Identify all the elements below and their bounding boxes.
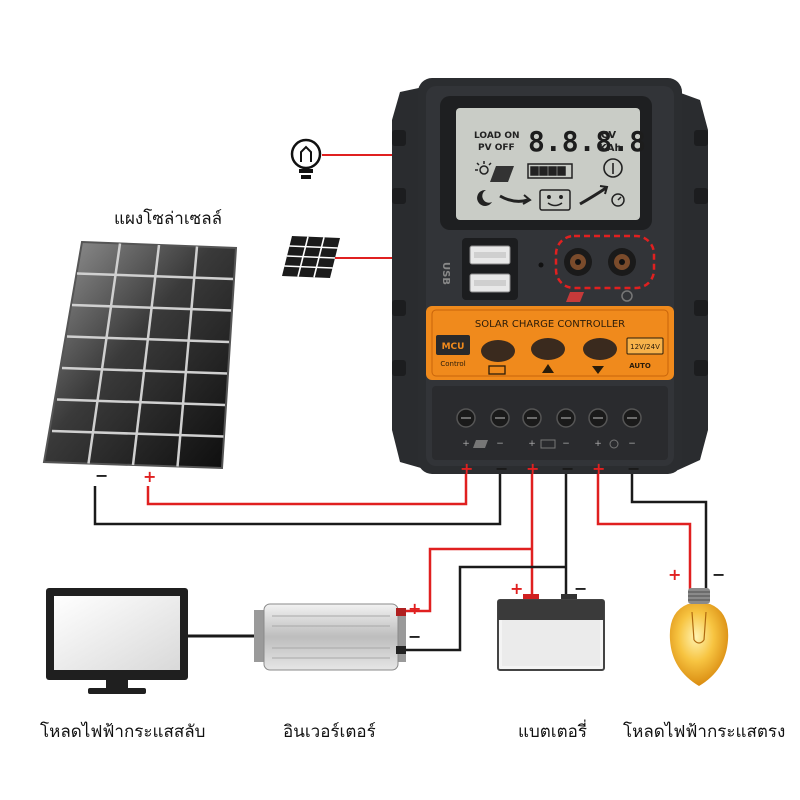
lcd-sun-icon <box>475 161 492 175</box>
lcd-pv-off: PV OFF <box>478 143 515 153</box>
usb-label: USB <box>440 262 451 285</box>
jack-panel-mark-icon <box>566 292 584 302</box>
out-sign-pv-plus: + <box>460 459 473 478</box>
lcd-battery-icon <box>527 163 573 179</box>
battery-label: แบตเตอรี่ <box>518 722 587 742</box>
status-led <box>538 262 544 268</box>
mcu-label: MCU <box>442 342 465 352</box>
auto-label: AUTO <box>629 362 651 370</box>
light-bulb-icon <box>669 588 729 686</box>
terminal-pv-icon <box>473 440 488 448</box>
wire-inverter-positive <box>406 547 532 613</box>
battery-icon <box>497 594 605 671</box>
wire-panel-negative <box>93 466 502 526</box>
out-sign-bat-minus: − <box>561 459 574 478</box>
terminal-mark-2: − <box>496 439 504 449</box>
controller-title: SOLAR CHARGE CONTROLLER <box>475 319 625 330</box>
inverter-icon <box>254 603 406 671</box>
lcd-timer-icon <box>611 193 625 207</box>
inverter-minus-sign: − <box>408 627 421 646</box>
lcd-digits: 8.8.8.8 <box>528 125 646 158</box>
panel-minus-sign: − <box>95 466 108 485</box>
bulb-minus-sign: − <box>712 565 725 584</box>
sensor-jack-right[interactable] <box>608 248 636 276</box>
terminal-load-icon <box>609 439 619 449</box>
mcu-sub-label: Control <box>440 360 465 368</box>
out-sign-load-plus: + <box>592 459 605 478</box>
dc-load-label: โหลดไฟฟ้ากระแสตรง <box>623 722 786 742</box>
sensor-jack-left[interactable] <box>564 248 592 276</box>
voltage-badge-text: 12V/24V <box>630 343 660 351</box>
wire-load-positive <box>596 466 692 592</box>
bulb-icon <box>290 138 322 179</box>
up-arrow-icon <box>542 364 554 373</box>
menu-button[interactable] <box>481 340 515 362</box>
terminal-mark-3: + <box>528 439 536 449</box>
monitor-icon <box>46 588 188 694</box>
lcd-unit-cv: CV <box>601 130 616 141</box>
lcd-battery-face-icon <box>539 189 571 211</box>
out-sign-bat-plus: + <box>526 459 539 478</box>
terminal-mark-1: + <box>462 439 470 449</box>
inverter-plus-sign: + <box>408 599 421 618</box>
lcd-panel-icon <box>490 166 514 182</box>
panel-plus-sign: + <box>143 467 156 486</box>
wire-inverter-negative <box>406 565 566 652</box>
battery-plus-sign: + <box>510 579 523 598</box>
lcd-flow-arrow-icon <box>499 194 532 205</box>
ac-load-label: โหลดไฟฟ้ากระแสสลับ <box>40 722 206 742</box>
voltage-badge <box>626 337 664 355</box>
terminal-mark-5: + <box>594 439 602 449</box>
lcd-night-icon <box>477 189 492 206</box>
battery-minus-sign: − <box>574 579 587 598</box>
lcd-flow-arrow-right-icon <box>579 185 609 206</box>
lcd-load-icon <box>603 158 623 178</box>
jack-bulb-mark-icon <box>621 290 633 302</box>
out-sign-pv-minus: − <box>495 459 508 478</box>
out-sign-load-minus: − <box>627 459 640 478</box>
menu-button-icon <box>488 365 506 375</box>
terminal-block <box>432 386 668 460</box>
lcd-load-on: LOAD ON <box>474 131 520 141</box>
wire-load-negative <box>630 466 708 592</box>
charge-controller: LOAD ON PV OFF 8.8.8.8 CV KAh <box>392 78 708 474</box>
terminal-battery-icon <box>540 439 556 449</box>
down-arrow-icon <box>592 366 604 374</box>
down-button[interactable] <box>583 338 617 360</box>
solar-panel-label: แผงโซล่าเซลล์ <box>114 209 223 229</box>
sensor-jack-highlight <box>554 234 656 290</box>
solar-panel-grid <box>51 243 234 467</box>
wire-panel-positive <box>146 466 468 506</box>
inverter-label: อินเวอร์เตอร์ <box>283 722 376 742</box>
up-button[interactable] <box>531 338 565 360</box>
terminal-mark-6: − <box>628 439 636 449</box>
terminal-mark-4: − <box>562 439 570 449</box>
bulb-plus-sign: + <box>668 565 681 584</box>
lcd-unit-kah: KAh <box>599 143 622 154</box>
mcu-badge <box>436 335 470 355</box>
solar-panel-icon <box>282 236 340 278</box>
solar-panel <box>42 240 238 470</box>
